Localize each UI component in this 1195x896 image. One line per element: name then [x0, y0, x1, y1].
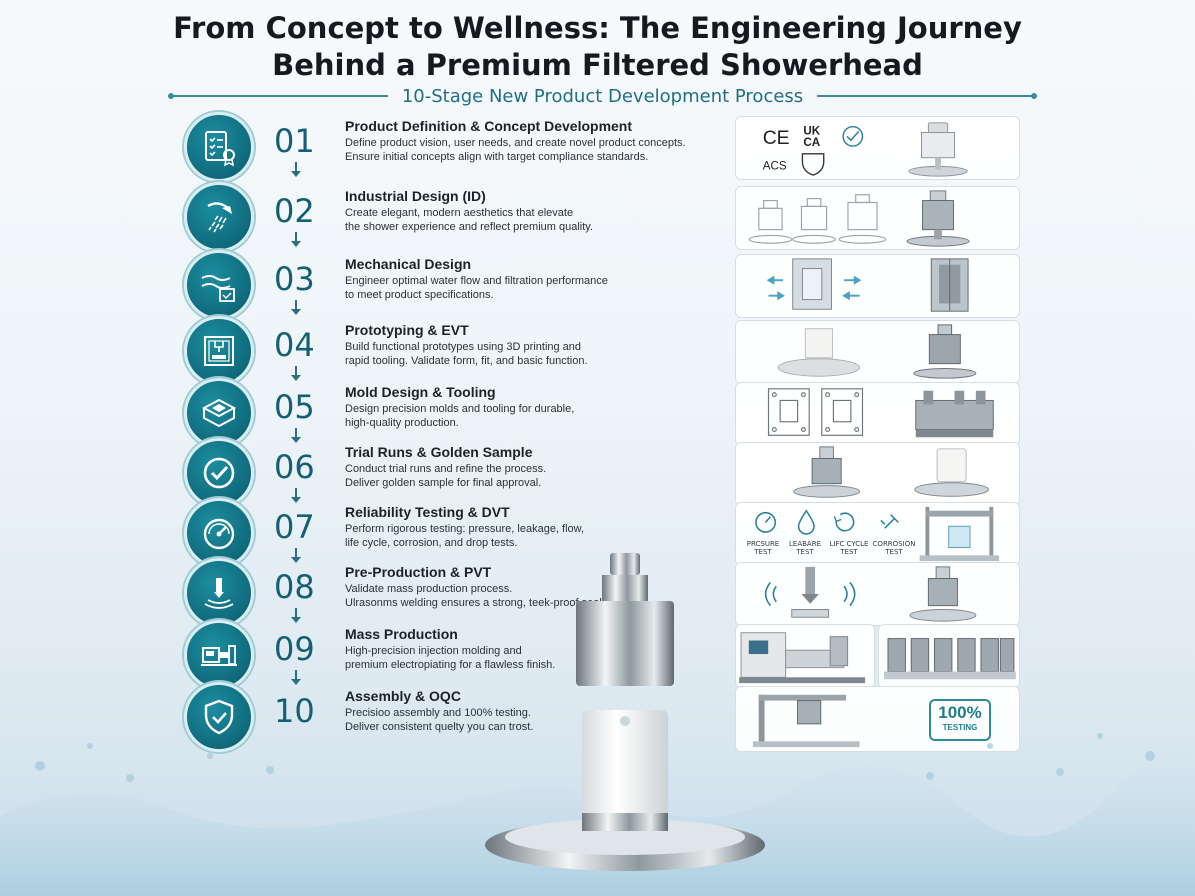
- svg-text:CA: CA: [803, 136, 820, 149]
- stage-number: 01: [274, 122, 315, 160]
- down-arrow-icon: [291, 488, 301, 503]
- stage-number: 06: [274, 448, 315, 486]
- life-cycle-icon: [835, 512, 855, 532]
- stage-description: Define product vision, user needs, and c…: [345, 137, 686, 163]
- title-line-1: From Concept to Wellness: The Engineerin…: [173, 11, 1022, 45]
- stage-title: Industrial Design (ID): [345, 188, 486, 204]
- stage-09-machine-panel: [735, 624, 875, 688]
- stage-07-visual-panel: PRCSURE TEST LEABARE TEST LIFC CYCLE TES…: [735, 502, 1020, 566]
- corrosion-test-label: CORROSION TEST: [872, 540, 916, 556]
- stage-06-visual-panel: [735, 442, 1020, 506]
- stage-04-visual-panel: [735, 320, 1020, 384]
- nsf-shield-icon: [801, 153, 825, 176]
- stage-07: 07 Reliability Testing & DVT Perform rig…: [0, 498, 1195, 568]
- title-line-2: Behind a Premium Filtered Showerhead: [272, 48, 923, 82]
- stage-01-visual-panel: CE UK CA ACS: [735, 116, 1020, 180]
- down-arrow-icon: [291, 300, 301, 315]
- stage-title: Product Definition & Concept Development: [345, 118, 633, 134]
- leakage-test-label: LEABARE TEST: [789, 540, 821, 556]
- life-cycle-test-label: LIFC CYCLE TEST: [829, 540, 869, 556]
- stage-number: 07: [274, 508, 315, 546]
- svg-text:ACS: ACS: [763, 159, 787, 172]
- stage-description: High-precision injection molding and pre…: [345, 645, 556, 671]
- showerhead-icon: [184, 182, 254, 252]
- stage-title: Mechanical Design: [345, 256, 472, 272]
- stage-04: 04 Prototyping & EVT Build functional pr…: [0, 316, 1195, 386]
- stage-number: 09: [274, 630, 315, 668]
- down-arrow-icon: [291, 548, 301, 563]
- stage-description: Create elegant, modern aesthetics that e…: [345, 207, 594, 233]
- 100-percent-testing-badge: 100% TESTING: [929, 699, 991, 741]
- stage-08: 08 Pre-Production & PVT Validate mass pr…: [0, 558, 1195, 628]
- stage-number: 05: [274, 388, 315, 426]
- stage-05-visual-panel: [735, 382, 1020, 446]
- stage-10: 10 Assembly & OQC Precisioo assembly and…: [0, 682, 1195, 752]
- stage-01: 01 Product Definition & Concept Developm…: [0, 112, 1195, 182]
- stage-title: Mass Production: [345, 626, 458, 642]
- stage-number: 08: [274, 568, 315, 606]
- corrosion-spray-icon: [880, 514, 899, 529]
- wras-mark-icon: [842, 125, 864, 147]
- checklist-certificate-icon: [184, 112, 254, 182]
- stage-description: Precisioo assembly and 100% testing. Del…: [345, 707, 534, 733]
- stage-09: 09 Mass Production High-precision inject…: [0, 620, 1195, 690]
- pressure-icon: [755, 511, 777, 533]
- badge-label: TESTING: [942, 723, 978, 732]
- stage-title: Reliability Testing & DVT: [345, 504, 510, 520]
- stage-description: Engineer optimal water flow and filtrati…: [345, 275, 608, 301]
- svg-text:UK: UK: [803, 124, 820, 137]
- down-arrow-icon: [291, 608, 301, 623]
- page-title: From Concept to Wellness: The Engineerin…: [0, 10, 1195, 84]
- stage-02-visual-panel: [735, 186, 1020, 250]
- down-arrow-icon: [291, 670, 301, 685]
- stage-title: Trial Runs & Golden Sample: [345, 444, 533, 460]
- stage-number: 10: [274, 692, 315, 730]
- check-circle-icon: [184, 438, 254, 508]
- stage-title: Prototyping & EVT: [345, 322, 469, 338]
- stage-number: 02: [274, 192, 315, 230]
- stage-number: 03: [274, 260, 315, 298]
- divider-left: [168, 93, 388, 99]
- stage-09-parts-panel: [878, 624, 1020, 688]
- badge-value: 100%: [938, 703, 982, 722]
- leakage-drop-icon: [797, 509, 815, 535]
- injection-machine-icon: [184, 620, 254, 690]
- stage-title: Assembly & OQC: [345, 688, 461, 704]
- stage-title: Pre-Production & PVT: [345, 564, 492, 580]
- water-flow-icon: [184, 250, 254, 320]
- down-arrow-icon: [291, 428, 301, 443]
- process-subtitle: 10-Stage New Product Development Process: [401, 85, 804, 107]
- ce-mark: CE: [763, 127, 790, 149]
- stage-10-visual-panel: 100% TESTING: [735, 686, 1020, 752]
- stage-description: Build functional prototypes using 3D pri…: [345, 341, 588, 367]
- pressure-test-label: PRCSURE TEST: [746, 540, 780, 556]
- down-arrow-icon: [291, 162, 301, 177]
- subtitle-row: 10-Stage New Product Development Process: [168, 83, 1037, 109]
- divider-right: [817, 93, 1037, 99]
- stage-description: Perform rigorous testing: pressure, leak…: [345, 523, 585, 549]
- stage-03: 03 Mechanical Design Engineer optimal wa…: [0, 250, 1195, 320]
- stage-06: 06 Trial Runs & Golden Sample Conduct tr…: [0, 438, 1195, 508]
- down-arrow-icon: [291, 366, 301, 381]
- stage-description: Conduct trial runs and refine the proces…: [345, 463, 547, 489]
- hero-showerhead-filter-image: [485, 553, 765, 871]
- stage-description: Validate mass production process. Ulraso…: [345, 583, 605, 609]
- shield-check-icon: [184, 682, 254, 752]
- stage-08-visual-panel: [735, 562, 1020, 626]
- down-arrow-icon: [291, 232, 301, 247]
- 3d-printer-icon: [184, 316, 254, 386]
- stage-03-visual-panel: [735, 254, 1020, 318]
- stage-05: 05 Mold Design & Tooling Design precisio…: [0, 378, 1195, 448]
- stage-description: Design precision molds and tooling for d…: [345, 403, 575, 429]
- stage-number: 04: [274, 326, 315, 364]
- ultrasonic-welding-icon: [184, 558, 254, 628]
- stage-02: 02 Industrial Design (ID) Create elegant…: [0, 182, 1195, 252]
- stage-title: Mold Design & Tooling: [345, 384, 496, 400]
